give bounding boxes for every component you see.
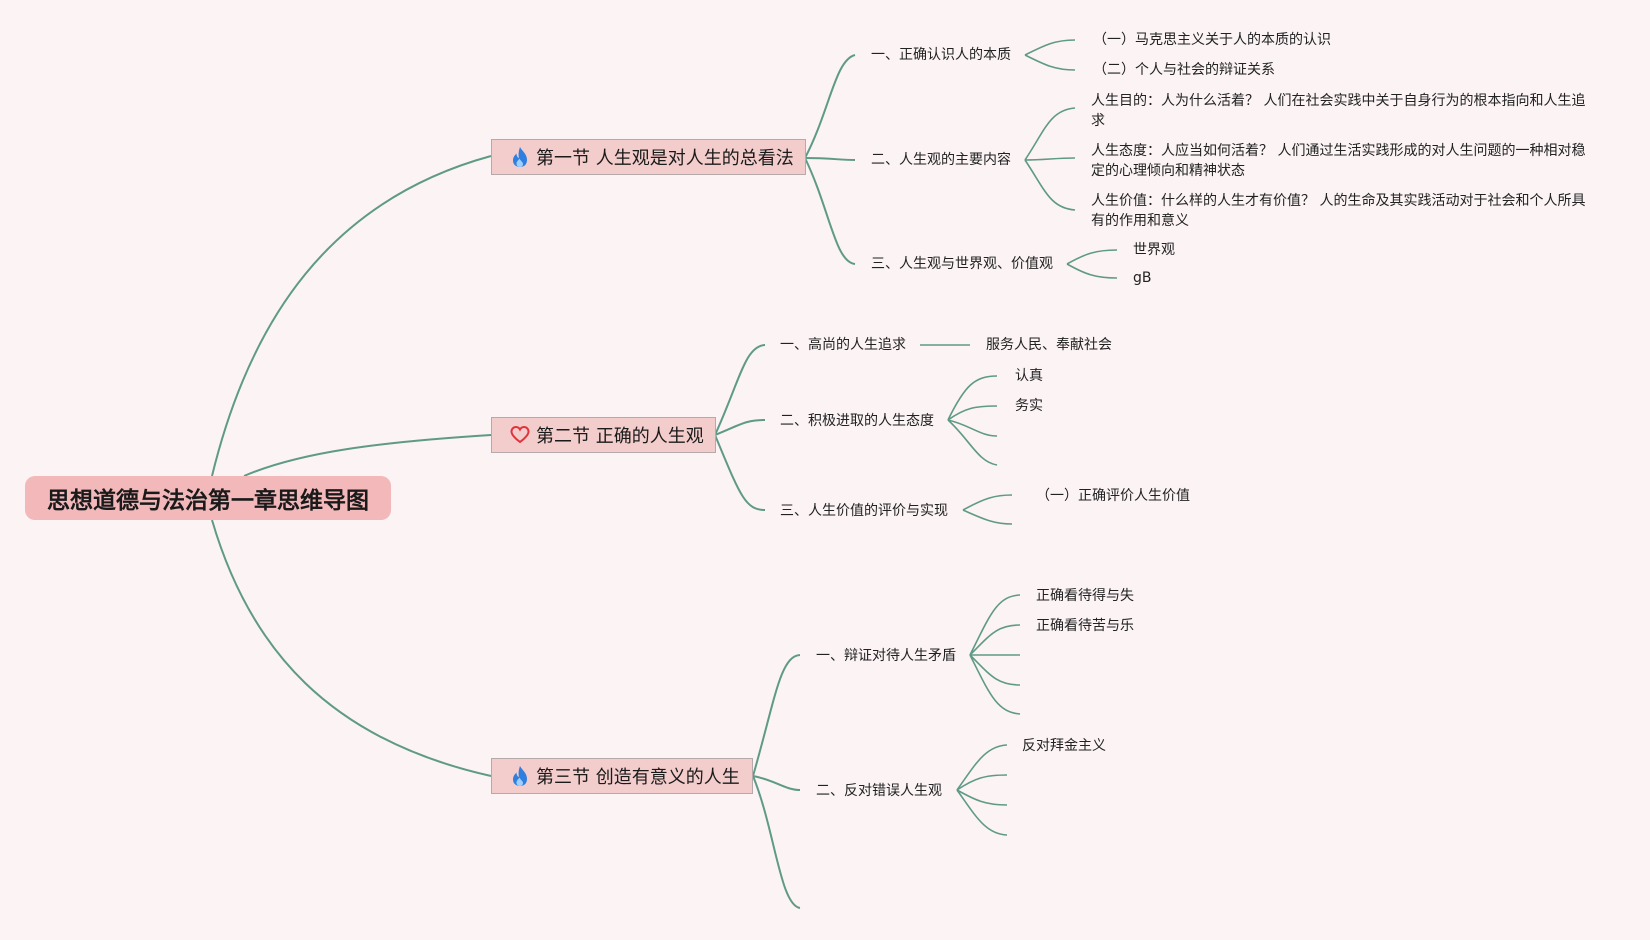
leaf-2-2-2[interactable]: 务实 <box>1015 398 1043 414</box>
leaf-1-2-2[interactable]: 人生态度：人应当如何活着？ 人们通过生活实践形成的对人生问题的一种相对稳定的心理… <box>1091 143 1586 179</box>
topic-1-1[interactable]: 一、正确认识人的本质 <box>871 47 1011 63</box>
root-title: 思想道德与法治第一章思维导图 <box>47 488 369 514</box>
section-2-node[interactable]: 第二节 正确的人生观 <box>491 417 716 453</box>
flame-icon <box>510 146 530 168</box>
section-2-title: 第二节 正确的人生观 <box>536 426 704 447</box>
leaf-1-3-1[interactable]: 世界观 <box>1133 242 1175 258</box>
topic-1-3[interactable]: 三、人生观与世界观、价值观 <box>871 256 1053 272</box>
topic-3-1[interactable]: 一、辩证对待人生矛盾 <box>816 648 956 664</box>
section-1-title: 第一节 人生观是对人生的总看法 <box>536 148 794 169</box>
topic-2-1[interactable]: 一、高尚的人生追求 <box>780 337 906 353</box>
leaf-1-1-2[interactable]: （二）个人与社会的辩证关系 <box>1093 62 1275 78</box>
flame-icon <box>510 765 530 787</box>
leaf-2-1-1[interactable]: 服务人民、奉献社会 <box>986 337 1112 353</box>
leaf-3-2-1[interactable]: 反对拜金主义 <box>1022 738 1106 754</box>
leaf-3-1-2[interactable]: 正确看待苦与乐 <box>1036 618 1134 634</box>
leaf-1-3-2[interactable]: gB <box>1133 270 1152 286</box>
heart-icon <box>510 424 530 446</box>
leaf-2-2-1[interactable]: 认真 <box>1015 368 1043 384</box>
section-3-node[interactable]: 第三节 创造有意义的人生 <box>491 758 753 794</box>
section-1-node[interactable]: 第一节 人生观是对人生的总看法 <box>491 139 806 175</box>
root-node[interactable]: 思想道德与法治第一章思维导图 <box>25 476 391 520</box>
topic-1-2[interactable]: 二、人生观的主要内容 <box>871 152 1011 168</box>
topic-2-2[interactable]: 二、积极进取的人生态度 <box>780 413 934 429</box>
section-3-title: 第三节 创造有意义的人生 <box>536 767 740 788</box>
leaf-2-3-1[interactable]: （一）正确评价人生价值 <box>1036 488 1190 504</box>
leaf-1-2-3[interactable]: 人生价值：什么样的人生才有价值？ 人的生命及其实践活动对于社会和个人所具有的作用… <box>1091 193 1586 229</box>
leaf-1-2-1[interactable]: 人生目的：人为什么活着？ 人们在社会实践中关于自身行为的根本指向和人生追求 <box>1091 93 1586 129</box>
topic-2-3[interactable]: 三、人生价值的评价与实现 <box>780 503 948 519</box>
leaf-3-1-1[interactable]: 正确看待得与失 <box>1036 588 1134 604</box>
leaf-1-1-1[interactable]: （一）马克思主义关于人的本质的认识 <box>1093 32 1331 48</box>
topic-3-2[interactable]: 二、反对错误人生观 <box>816 783 942 799</box>
